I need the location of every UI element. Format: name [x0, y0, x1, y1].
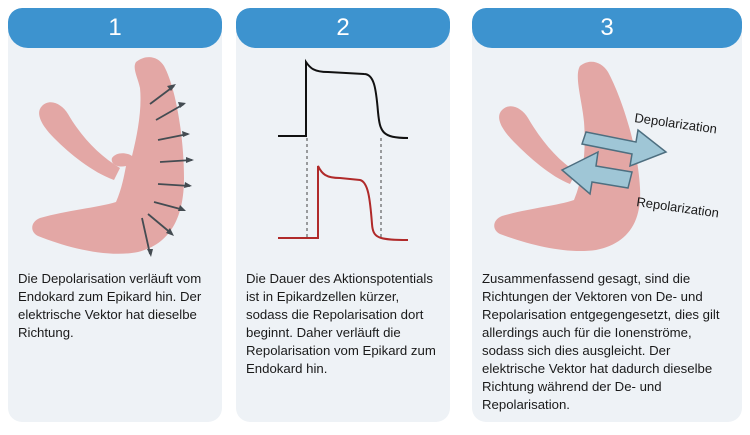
heart-tissue-shape	[494, 61, 641, 252]
repolarization-vector-arrow	[560, 150, 633, 196]
endocardial-action-potential-curve	[278, 165, 409, 241]
panel-description-2: Die Dauer des Aktionspotentials ist in E…	[246, 271, 436, 376]
heart-tissue-tail	[499, 106, 576, 184]
depolarization-vector-arrow	[581, 128, 668, 168]
panel-description-3: Zusammenfassend gesagt, sind die Richtun…	[482, 271, 720, 412]
heart-wall-depolarization-diagram	[32, 57, 194, 257]
depolarization-arrowheads	[147, 84, 194, 257]
repolarization-label: Repolarization	[636, 194, 720, 220]
depolarization-label: Depolarization	[634, 110, 718, 136]
panel-action-potentials: 2 Die Dauer des Aktionspotentials ist in…	[236, 8, 450, 422]
panel-summary: 3 Depolarization Repolarization Zusammen…	[472, 8, 742, 422]
panel-number-1: 1	[8, 8, 222, 48]
heart-tissue-tail	[39, 102, 120, 180]
panel-depolarization: 1 Die Depolarisation verläuft vom Endoka…	[8, 8, 222, 422]
panel-number-2: 2	[236, 8, 450, 48]
heart-wall-vectors-diagram: Depolarization Repolarization	[494, 61, 720, 252]
heart-tissue-shape	[32, 57, 184, 254]
panel-description-1: Die Depolarisation verläuft vom Endokard…	[18, 271, 202, 340]
action-potential-diagram	[278, 58, 409, 241]
panel-number-3: 3	[472, 8, 742, 48]
epicardial-action-potential-curve	[278, 58, 409, 139]
